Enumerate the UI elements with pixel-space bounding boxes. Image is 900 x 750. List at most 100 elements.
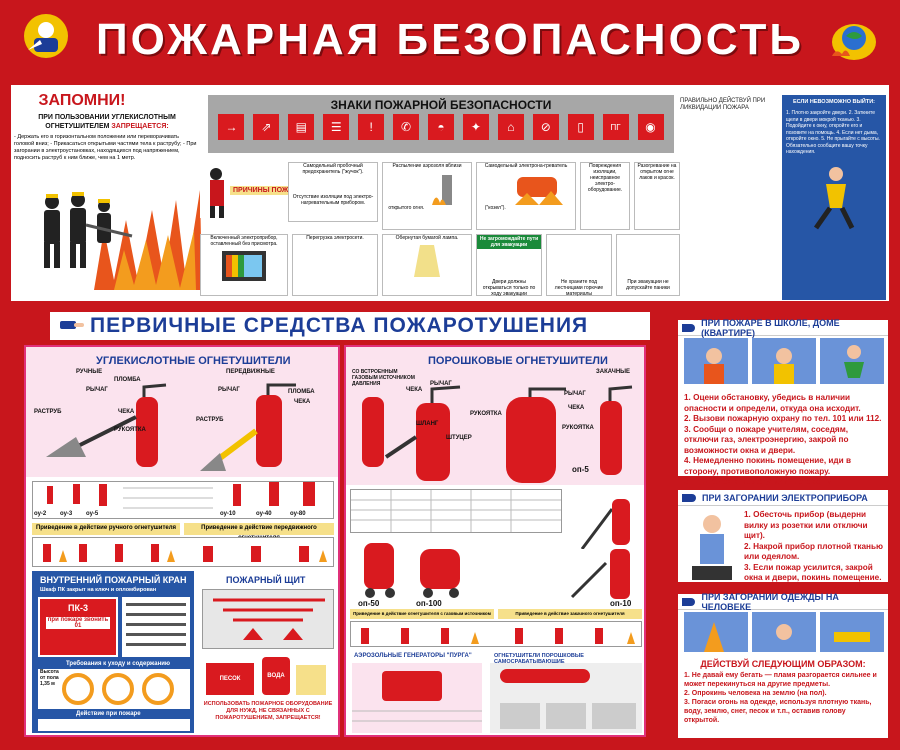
co2-label: ПЛОМБА bbox=[114, 377, 141, 383]
causes-title: ПРИЧИНЫ ПОЖАРОВ bbox=[230, 186, 312, 195]
cause-text: Не загромождайте пути для эвакуации bbox=[477, 235, 541, 249]
co2-models-table bbox=[32, 481, 334, 519]
clothes-fire-header: ПРИ ЗАГОРАНИИ ОДЕЖДЫ НА ЧЕЛОВЕКЕ bbox=[678, 591, 888, 612]
tv-icon bbox=[222, 251, 266, 281]
clothes-fire-title: ПРИ ЗАГОРАНИИ ОДЕЖДЫ НА ЧЕЛОВЕКЕ bbox=[701, 591, 839, 612]
hose-sign-icon: ▤ bbox=[288, 114, 315, 140]
purga-block bbox=[352, 663, 482, 733]
checklist-icon bbox=[126, 603, 186, 646]
hydrant-title: ВНУТРЕННИЙ ПОЖАРНЫЙ КРАН bbox=[40, 575, 187, 585]
powder-label: РУКОЯТКА bbox=[470, 411, 502, 417]
signs-note-title: ПРАВИЛЬНО ДЕЙСТВУЙ ПРИ ЛИКВИДАЦИИ ПОЖАРА bbox=[680, 98, 766, 111]
co2-label: ПЛОМБА bbox=[288, 389, 315, 395]
co2-model-label: оу-80 bbox=[290, 511, 306, 517]
firefighter-logo-icon bbox=[24, 14, 68, 58]
electric-fire-steps: 1. Обесточь прибор (выдерни вилку из роз… bbox=[744, 510, 888, 605]
ladder-sign-icon: ☰ bbox=[323, 114, 350, 140]
co2-extinguishers-panel: УГЛЕКИСЛОТНЫЕ ОГНЕТУШИТЕЛИ РУЧНЫЕ ПЕРЕДВ… bbox=[24, 345, 340, 737]
cause-text: Самодельный электрона-греватель ("козел"… bbox=[484, 163, 568, 211]
aerosol-icon bbox=[431, 175, 452, 205]
school-fire-step: 4. Немедленно покинь помещение, иди в ст… bbox=[684, 456, 851, 476]
powder-band bbox=[346, 347, 644, 485]
hose-reel-icon bbox=[62, 673, 174, 705]
prohibition-sign-icon: ⊘ bbox=[532, 114, 559, 140]
cannot-exit-title: ЕСЛИ НЕВОЗМОЖНО ВЫЙТИ: bbox=[792, 99, 876, 105]
cause-text: Перегрузка электросети. bbox=[306, 235, 364, 241]
cause-text: Разогревание на открытом огне лаков и кр… bbox=[637, 163, 677, 181]
co2-label: РЫЧАГ bbox=[218, 387, 240, 393]
pointing-hand-icon bbox=[682, 323, 696, 332]
hydrant-cabinet-text: при пожаре звонить 01 bbox=[46, 617, 110, 629]
powder-table-grid-icon bbox=[351, 490, 561, 532]
cannot-exit-panel: ЕСЛИ НЕВОЗМОЖНО ВЫЙТИ: 1. Плотно закройт… bbox=[782, 95, 886, 300]
shield-title: ПОЖАРНЫЙ ЩИТ bbox=[226, 575, 306, 585]
electric-fire-illustration-icon bbox=[692, 515, 732, 580]
siren-sign-icon: ▯ bbox=[567, 114, 594, 140]
aerosol-generator-icon bbox=[352, 671, 482, 722]
hydrant-pg-sign-icon: ПГ bbox=[602, 114, 629, 140]
clothes-fire-step: 1. Не давай ему бегать — пламя разгорает… bbox=[684, 672, 877, 688]
running-person-icon bbox=[813, 166, 855, 229]
remember-title: ЗАПОМНИ! bbox=[38, 92, 126, 109]
powder-op5-icon bbox=[580, 499, 630, 549]
school-fire-title: ПРИ ПОЖАРЕ В ШКОЛЕ, ДОМЕ (КВАРТИРЕ) bbox=[701, 317, 840, 338]
pointing-hand-icon bbox=[682, 597, 696, 606]
cause-item: При эвакуации не допускайте паники bbox=[616, 234, 680, 296]
sand-box: ПЕСОК bbox=[206, 663, 254, 695]
co2-steps-icon bbox=[43, 544, 327, 562]
school-fire-step: 1. Оцени обстановку, убедись в наличии о… bbox=[684, 393, 861, 413]
safety-signs-row: → ⇗ ▤ ☰ ! ✆ ◓ ✦ ⌂ ⊘ ▯ ПГ ◉ bbox=[208, 112, 674, 142]
firefighters-illustration-icon bbox=[44, 190, 202, 290]
powder-extinguishers-panel: ПОРОШКОВЫЕ ОГНЕТУШИТЕЛИ СО ВСТРОЕННЫМ ГА… bbox=[344, 345, 646, 737]
cause-text: Двери должны открываться только по ходу … bbox=[482, 279, 536, 297]
powder-model-op10: оп-10 bbox=[610, 599, 632, 608]
direction-sign-icon: ⇗ bbox=[253, 114, 280, 140]
fire-shield-board bbox=[202, 589, 334, 649]
powder-label: ЧЕКА bbox=[406, 387, 423, 393]
co2-model-label: оу-5 bbox=[86, 511, 99, 517]
cause-text: Включенный электроприбор, оставленный бе… bbox=[210, 235, 278, 247]
powder-title: ПОРОШКОВЫЕ ОГНЕТУШИТЕЛИ bbox=[428, 355, 608, 367]
cause-text: Распыление аэрозоля вблизи открытого огн… bbox=[388, 163, 462, 211]
school-fire-illustration-icon bbox=[684, 338, 884, 384]
hydrant-subtitle: Шкаф ПК закрыт на ключ и опломбирован bbox=[40, 587, 157, 593]
fire-sign-icon: ✦ bbox=[462, 114, 489, 140]
section-title-text: ПЕРВИЧНЫЕ СРЕДСТВА ПОЖАРОТУШЕНИЯ bbox=[90, 314, 589, 337]
cause-item: Обернутая бумагой лампа. bbox=[382, 234, 472, 296]
pointing-hand-icon bbox=[682, 493, 696, 502]
co2-label: ЧЕКА bbox=[118, 409, 135, 415]
safety-signs-panel: ЗНАКИ ПОЖАРНОЙ БЕЗОПАСНОСТИ → ⇗ ▤ ☰ ! ✆ … bbox=[208, 95, 674, 153]
clothes-fire-illustration-icon bbox=[684, 612, 884, 652]
globe-fire-icon bbox=[832, 24, 876, 60]
co2-label: ЧЕКА bbox=[294, 399, 311, 405]
co2-label: РУКОЯТКА bbox=[114, 427, 146, 433]
alarm-sign-icon: ◓ bbox=[427, 114, 454, 140]
powder-model-op100: оп-100 bbox=[416, 599, 442, 608]
powder-label: РУКОЯТКА bbox=[562, 425, 594, 431]
electric-fire-step: 1. Обесточь прибор (выдерни вилку из роз… bbox=[744, 510, 868, 540]
co2-steps-strip bbox=[32, 537, 334, 567]
cause-item: Включенный электроприбор, оставленный бе… bbox=[200, 234, 288, 296]
wheeled-extinguishers-icon bbox=[364, 543, 460, 598]
cause-text: Отсутствие изоляции под электро-нагреват… bbox=[292, 194, 374, 206]
powder-model-op50: оп-50 bbox=[358, 599, 380, 608]
heater-icon bbox=[515, 177, 564, 205]
powder-label: ШТУЦЕР bbox=[446, 435, 472, 441]
co2-label: РЫЧАГ bbox=[86, 387, 108, 393]
powder-model-op5: оп-5 bbox=[572, 465, 589, 474]
powder-charged-extinguisher-icon bbox=[600, 385, 633, 475]
co2-model-label: оу-40 bbox=[256, 511, 272, 517]
powder-label: РЫЧАГ bbox=[430, 381, 452, 387]
clothes-fire-box: ПРИ ЗАГОРАНИИ ОДЕЖДЫ НА ЧЕЛОВЕКЕ ДЕЙСТВУ… bbox=[676, 592, 890, 740]
powder-step-internal: Приведение в действие огнетушителя с газ… bbox=[350, 609, 494, 626]
powder-charged-label: ЗАКАЧНЫЕ bbox=[596, 369, 631, 375]
section-title-primary-means: ПЕРВИЧНЫЕ СРЕДСТВА ПОЖАРОТУШЕНИЯ bbox=[50, 312, 650, 340]
button-sign-icon: ◉ bbox=[637, 114, 664, 140]
powder-steps-icon bbox=[361, 628, 635, 644]
shelter-sign-icon: ⌂ bbox=[497, 114, 524, 140]
cause-text: Повреждения изоляции, неисправное электр… bbox=[587, 163, 623, 193]
clothes-fire-step: 2. Опрокинь человека на землю (на пол). bbox=[684, 690, 827, 697]
school-fire-steps: 1. Оцени обстановку, убедись в наличии о… bbox=[678, 391, 888, 500]
co2-title: УГЛЕКИСЛОТНЫЕ ОГНЕТУШИТЕЛИ bbox=[96, 355, 291, 367]
cause-item: Самодельный пробочный предохранитель ("ж… bbox=[288, 162, 378, 222]
